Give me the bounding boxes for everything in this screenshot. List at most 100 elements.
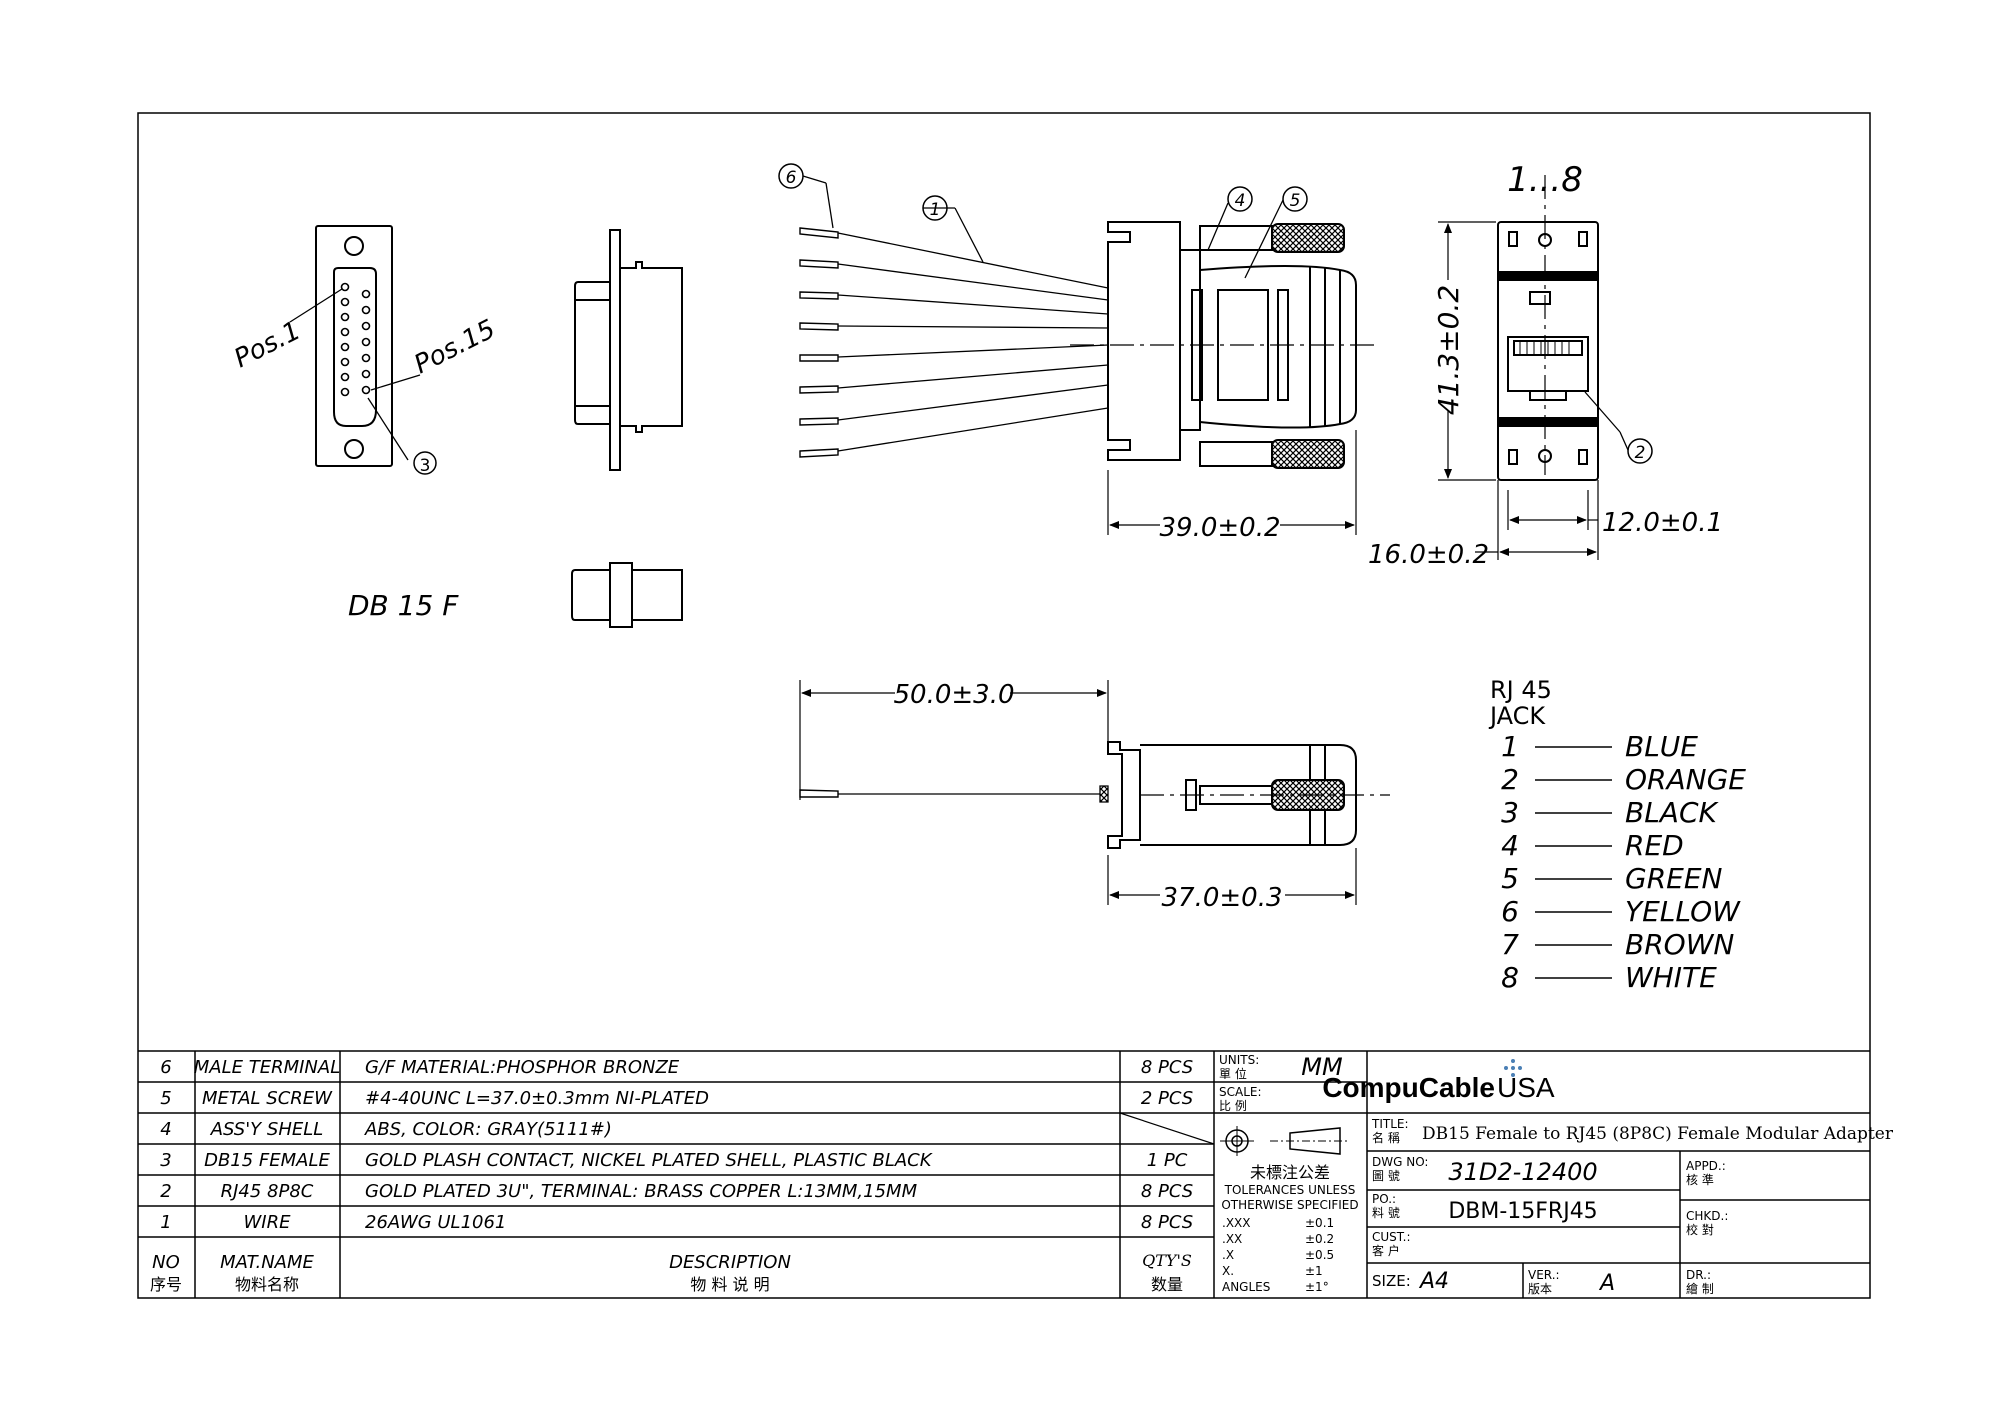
cust-label-cn: 客 户 — [1372, 1243, 1400, 1258]
pinout-wire-color: BLUE — [1625, 730, 1698, 763]
tolerance-value: ±0.1 — [1305, 1216, 1334, 1230]
tolerance-value: ±0.2 — [1305, 1232, 1334, 1246]
db15-side-view — [574, 229, 683, 471]
ver-label: VER.: — [1528, 1268, 1560, 1282]
db15-pin-holes — [340, 282, 371, 397]
pinout-wire-color: YELLOW — [1625, 895, 1741, 928]
rj45-pins-label: 1...8 — [1507, 160, 1583, 200]
pos1-label: Pos.1 — [230, 316, 306, 374]
tolerance-value: ±0.5 — [1305, 1248, 1334, 1262]
bom-row-name: DB15 FEMALE — [204, 1150, 330, 1171]
bom-row-desc: G/F MATERIAL:PHOSPHOR BRONZE — [365, 1057, 680, 1078]
sheet-border — [137, 112, 1871, 1299]
pos15-leader — [370, 374, 421, 391]
brand-name-primary: CompuCable — [1322, 1072, 1495, 1103]
tolerance-key: .XX — [1222, 1232, 1242, 1246]
db15-label: DB 15 F — [348, 589, 459, 622]
bom-row-no: 4 — [160, 1119, 171, 1140]
dwg-label-cn: 圖 號 — [1372, 1169, 1400, 1183]
pinout-wire-color: BLACK — [1625, 796, 1720, 829]
pos1-leader — [289, 288, 343, 323]
bom-header-name: MAT.NAME — [220, 1252, 314, 1273]
pinout-wire-color: BROWN — [1625, 928, 1734, 961]
po-value: DBM-15FRJ45 — [1448, 1199, 1597, 1224]
dim-12-label: 12.0±0.1 — [1602, 508, 1723, 538]
tolerance-row: X. ±1 — [1222, 1264, 1323, 1278]
title-value: DB15 Female to RJ45 (8P8C) Female Modula… — [1422, 1124, 1894, 1144]
title-block-grid — [1214, 1051, 1870, 1298]
tolerance-row: .XXX ±0.1 — [1222, 1216, 1334, 1230]
bom-row-no: 1 — [160, 1212, 171, 1233]
tolerance-line-1: TOLERANCES UNLESS — [1224, 1183, 1356, 1197]
appd-label: APPD.: — [1686, 1159, 1726, 1173]
bom-row-qty: 1 PC — [1147, 1150, 1188, 1171]
tolerance-row: .XX ±0.2 — [1222, 1232, 1334, 1246]
dr-label: DR.: — [1686, 1268, 1711, 1282]
male-terminals — [799, 227, 839, 458]
bom-header-desc: DESCRIPTION — [669, 1252, 791, 1273]
tolerance-key: .X — [1222, 1248, 1234, 1262]
bom-row-no: 5 — [160, 1088, 171, 1109]
tolerance-key: X. — [1222, 1264, 1234, 1278]
brand-plus-icon — [1504, 1059, 1522, 1077]
pinout-wire-color: GREEN — [1625, 862, 1723, 895]
pinout-wire-color: WHITE — [1625, 961, 1717, 994]
units-label: UNITS: — [1219, 1053, 1259, 1067]
pinout-pin-number: 2 — [1501, 763, 1519, 796]
dim-50-label: 50.0±3.0 — [893, 680, 1014, 710]
po-label: PO.: — [1372, 1192, 1396, 1206]
db15-end-view — [571, 562, 683, 628]
bom-table — [138, 1050, 1870, 1298]
bom-row-no: 6 — [160, 1057, 171, 1078]
dim-37-label: 37.0±0.3 — [1161, 883, 1282, 913]
wire-bundle — [837, 232, 1109, 452]
ver-label-cn: 版本 — [1528, 1282, 1552, 1296]
callout-3-circle — [413, 451, 437, 475]
appd-label-cn: 核 準 — [1686, 1172, 1714, 1187]
bom-row-no: 3 — [160, 1150, 171, 1171]
size-value: A4 — [1418, 1269, 1449, 1294]
dim-height-label: 41.3±0.2 — [1432, 285, 1465, 415]
bom-header-no: NO — [152, 1252, 180, 1273]
chkd-label: CHKD.: — [1686, 1209, 1728, 1223]
po-label-cn: 料 號 — [1372, 1206, 1400, 1220]
pos15-label: Pos.15 — [410, 314, 501, 380]
bom-row-qty: 8 PCS — [1141, 1057, 1193, 1078]
pinout-title-1: RJ 45 — [1490, 676, 1552, 704]
adapter-top-view — [799, 680, 1390, 905]
dwg-value: 31D2-12400 — [1448, 1158, 1597, 1186]
callout-3-number: 3 — [420, 456, 431, 476]
dim-16-label: 16.0±0.2 — [1368, 540, 1489, 570]
tolerance-key: .XXX — [1222, 1216, 1250, 1230]
tolerance-row: .X ±0.5 — [1222, 1248, 1334, 1262]
bom-row-name: RJ45 8P8C — [221, 1181, 314, 1202]
units-label-cn: 單 位 — [1219, 1066, 1247, 1081]
bom-row-name: ASS'Y SHELL — [210, 1119, 324, 1140]
pinout-wire-color: RED — [1625, 829, 1684, 862]
bom-row-qty: 8 PCS — [1141, 1212, 1193, 1233]
title-label: TITLE: — [1371, 1117, 1409, 1131]
size-label: SIZE: — [1372, 1272, 1411, 1290]
chkd-label-cn: 校 對 — [1686, 1222, 1714, 1237]
bom-row-name: METAL SCREW — [202, 1088, 333, 1109]
cust-label: CUST.: — [1372, 1230, 1411, 1244]
pinout-wire-color: ORANGE — [1625, 763, 1746, 796]
ver-value: A — [1598, 1271, 1615, 1296]
tolerance-value: ±1 — [1305, 1264, 1323, 1278]
bom-row-no: 2 — [160, 1181, 171, 1202]
units-value: MM — [1301, 1053, 1343, 1081]
bom-header-no-cn: 序号 — [150, 1275, 182, 1294]
